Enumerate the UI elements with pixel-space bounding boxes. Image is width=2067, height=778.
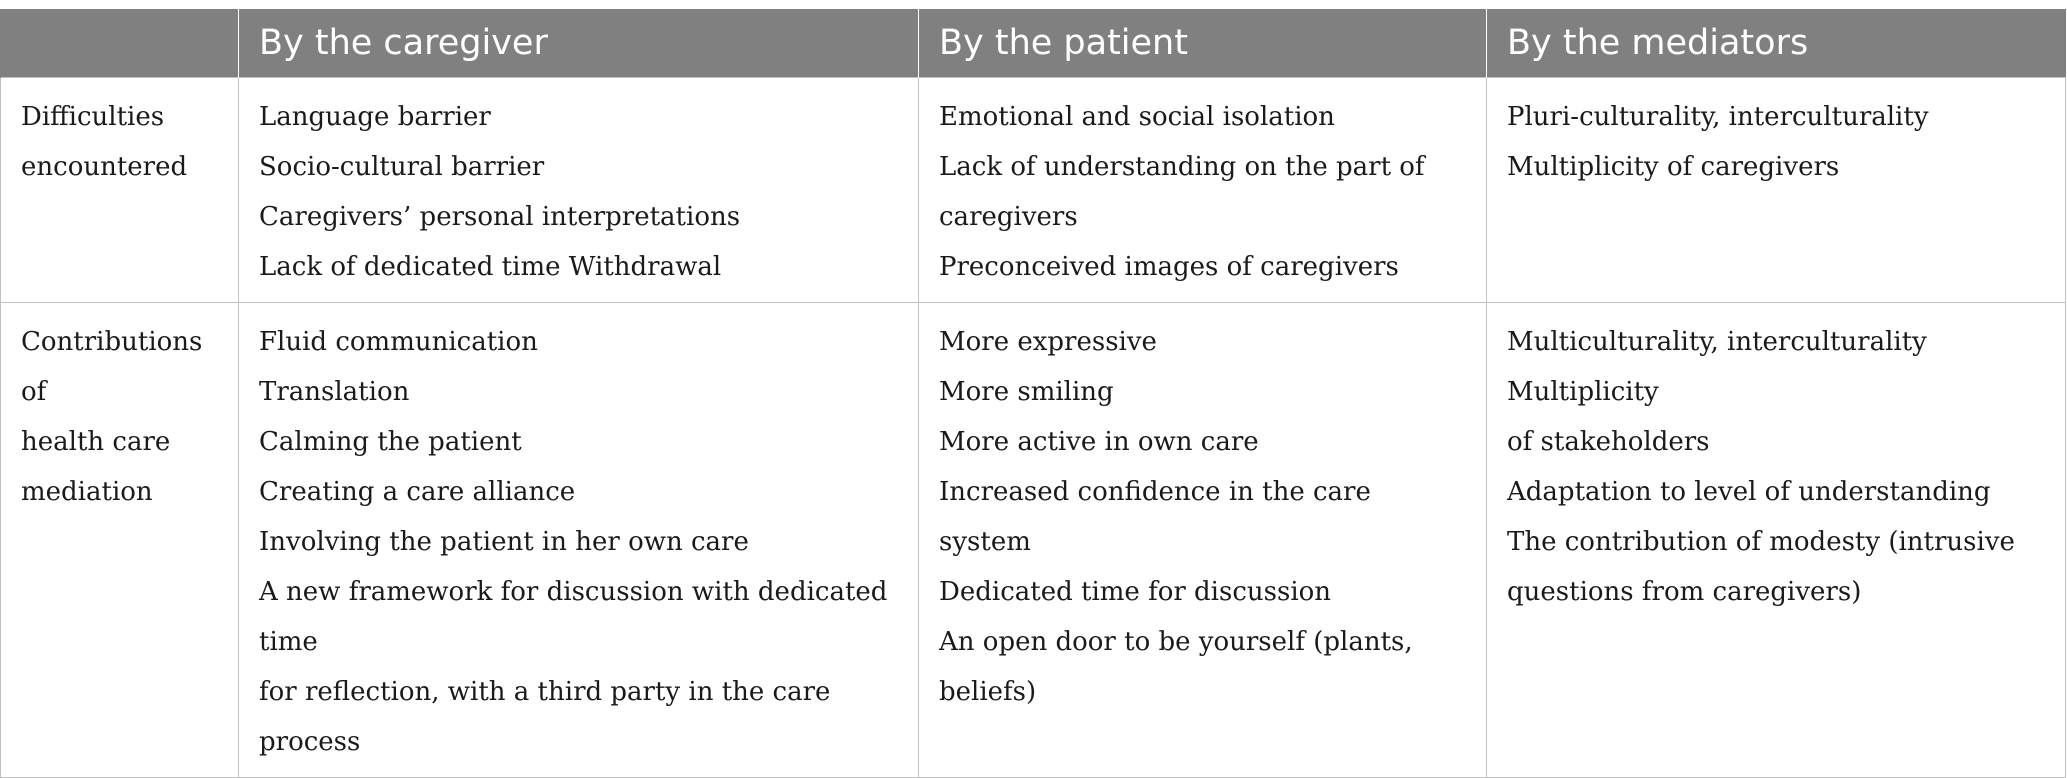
cell-mediators: Multiculturality, interculturality Multi…	[1486, 302, 2066, 778]
cell-mediators: Pluri-culturality, interculturality Mult…	[1486, 77, 2066, 303]
cell-line: questions from caregivers)	[1507, 577, 1862, 607]
row-label-line: Contributions of	[21, 327, 203, 407]
cell-line: Calming the patient	[259, 427, 522, 457]
cell-line: of stakeholders	[1507, 427, 1710, 457]
header-empty	[0, 9, 239, 78]
cell-line: Dedicated time for discussion	[939, 577, 1332, 607]
cell-line: More smiling	[939, 377, 1114, 407]
table-row-difficulties: Difficulties encountered Language barrie…	[0, 77, 2066, 303]
cell-line: Lack of understanding on the part of	[939, 152, 1425, 182]
header-mediators: By the mediators	[1486, 9, 2066, 78]
header-caregiver: By the caregiver	[238, 9, 919, 78]
cell-line: Creating a care alliance	[259, 477, 576, 507]
results-table: By the caregiver By the patient By the m…	[0, 9, 2066, 778]
cell-line: Emotional and social isolation	[939, 102, 1335, 132]
cell-line: The contribution of modesty (intrusive	[1507, 527, 2015, 557]
cell-line: A new framework for discussion with dedi…	[259, 577, 888, 657]
table-row-contributions: Contributions of health care mediation F…	[0, 302, 2066, 778]
row-label: Difficulties encountered	[0, 77, 239, 303]
cell-line: for reflection, with a third party in th…	[259, 677, 831, 757]
cell-line: Preconceived images of caregivers	[939, 252, 1399, 282]
cell-line: Fluid communication	[259, 327, 538, 357]
cell-line: More expressive	[939, 327, 1157, 357]
cell-line: Lack of dedicated time Withdrawal	[259, 252, 722, 282]
cell-line: Adaptation to level of understanding	[1507, 477, 1991, 507]
cell-line: Involving the patient in her own care	[259, 527, 749, 557]
cell-line: Caregivers’ personal interpretations	[259, 202, 741, 232]
cell-line: Multiculturality, interculturality Multi…	[1507, 327, 1927, 407]
cell-line: Language barrier	[259, 102, 491, 132]
cell-patient: More expressive More smiling More active…	[918, 302, 1487, 778]
row-label-line: encountered	[21, 152, 188, 182]
cell-caregiver: Fluid communication Translation Calming …	[238, 302, 919, 778]
row-label-line: Difficulties	[21, 102, 165, 132]
cell-line: Increased confidence in the care system	[939, 477, 1371, 557]
cell-line: Multiplicity of caregivers	[1507, 152, 1840, 182]
cell-line: An open door to be yourself (plants, bel…	[939, 627, 1413, 707]
cell-line: More active in own care	[939, 427, 1259, 457]
cell-line: Pluri-culturality, interculturality	[1507, 102, 1929, 132]
table-header-row: By the caregiver By the patient By the m…	[0, 9, 2066, 78]
row-label: Contributions of health care mediation	[0, 302, 239, 778]
cell-line: Socio-cultural barrier	[259, 152, 545, 182]
header-patient: By the patient	[918, 9, 1487, 78]
row-label-line: mediation	[21, 477, 153, 507]
cell-line: caregivers	[939, 202, 1078, 232]
cell-patient: Emotional and social isolation Lack of u…	[918, 77, 1487, 303]
cell-caregiver: Language barrier Socio-cultural barrier …	[238, 77, 919, 303]
row-label-line: health care	[21, 427, 171, 457]
cell-line: Translation	[259, 377, 410, 407]
results-table-container: By the caregiver By the patient By the m…	[0, 9, 2067, 778]
